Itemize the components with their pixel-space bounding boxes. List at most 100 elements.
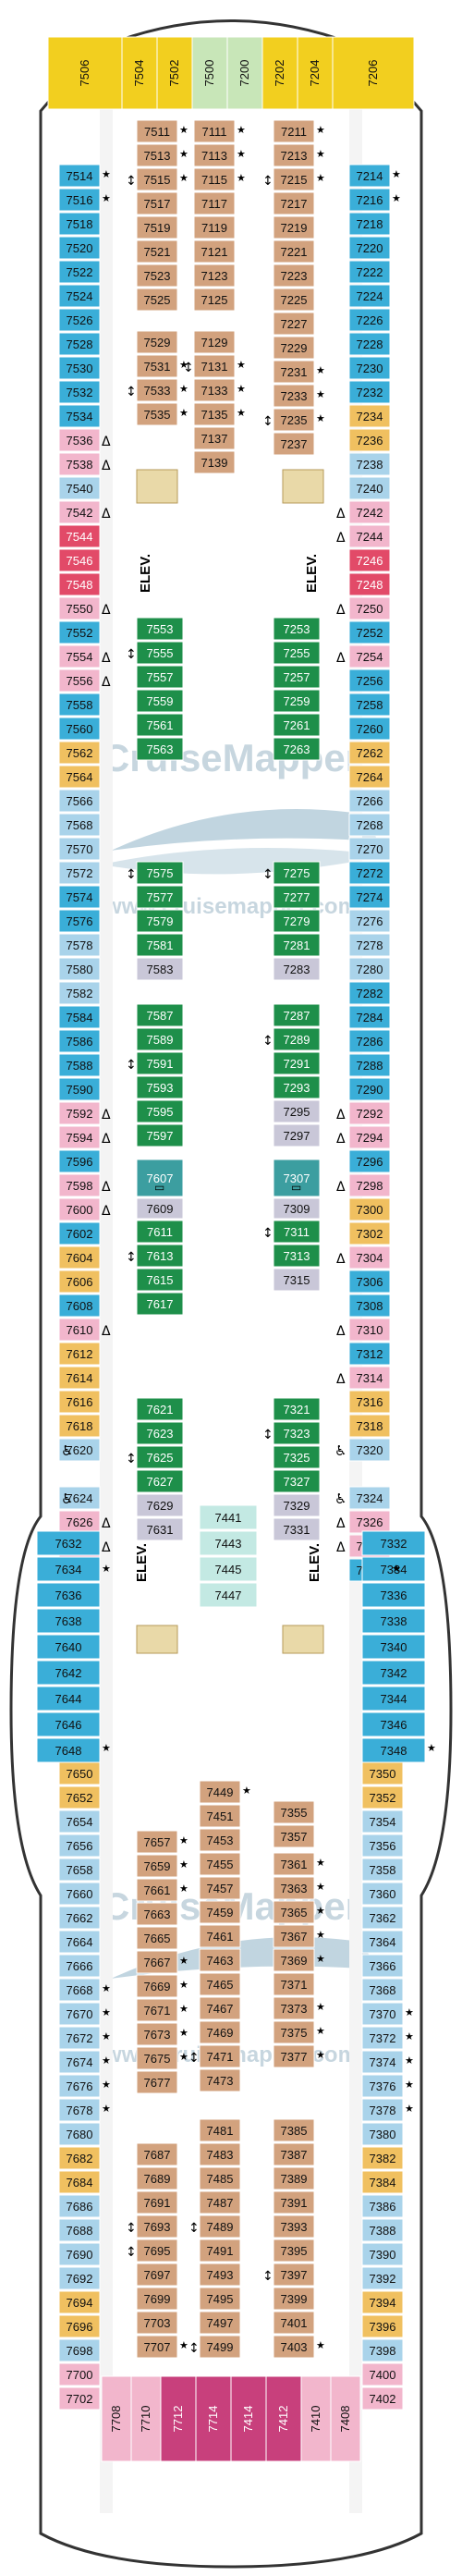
cabin-7562[interactable]: 7562: [58, 741, 101, 765]
cabin-7204[interactable]: 7204: [297, 36, 334, 110]
cabin-7240[interactable]: 7240: [348, 476, 391, 500]
cabin-7266[interactable]: 7266: [348, 789, 391, 813]
cabin-7372[interactable]: 7372: [361, 2026, 404, 2050]
cabin-7389[interactable]: 7389: [273, 2166, 315, 2190]
cabin-7687[interactable]: 7687: [136, 2142, 178, 2166]
cabin-7310[interactable]: 7310: [348, 1318, 391, 1342]
cabin-7677[interactable]: 7677: [136, 2070, 178, 2094]
cabin-7332[interactable]: 7332: [361, 1530, 426, 1556]
cabin-7481[interactable]: 7481: [199, 2118, 241, 2142]
cabin-7288[interactable]: 7288: [348, 1053, 391, 1077]
cabin-7691[interactable]: 7691: [136, 2190, 178, 2214]
cabin-7686[interactable]: 7686: [58, 2194, 101, 2218]
cabin-7397[interactable]: 7397: [273, 2263, 315, 2287]
cabin-7678[interactable]: 7678: [58, 2098, 101, 2122]
cabin-7264[interactable]: 7264: [348, 765, 391, 789]
cabin-7688[interactable]: 7688: [58, 2218, 101, 2242]
cabin-7260[interactable]: 7260: [348, 717, 391, 741]
cabin-7513[interactable]: 7513: [136, 143, 178, 167]
cabin-7634[interactable]: 7634: [36, 1556, 101, 1582]
cabin-7234[interactable]: 7234: [348, 404, 391, 428]
cabin-7596[interactable]: 7596: [58, 1149, 101, 1173]
cabin-7289[interactable]: 7289: [273, 1027, 321, 1051]
cabin-7519[interactable]: 7519: [136, 215, 178, 239]
cabin-7469[interactable]: 7469: [199, 2020, 241, 2044]
cabin-7252[interactable]: 7252: [348, 620, 391, 644]
cabin-7350[interactable]: 7350: [361, 1761, 404, 1785]
cabin-7280[interactable]: 7280: [348, 957, 391, 981]
cabin-7275[interactable]: 7275: [273, 861, 321, 885]
cabin-7348[interactable]: 7348: [361, 1737, 426, 1763]
cabin-7502[interactable]: 7502: [156, 36, 193, 110]
cabin-7396[interactable]: 7396: [361, 2314, 404, 2338]
cabin-7368[interactable]: 7368: [361, 1978, 404, 2002]
cabin-7382[interactable]: 7382: [361, 2146, 404, 2170]
cabin-7697[interactable]: 7697: [136, 2263, 178, 2287]
cabin-7663[interactable]: 7663: [136, 1902, 178, 1926]
cabin-7550[interactable]: 7550: [58, 596, 101, 620]
cabin-7671[interactable]: 7671: [136, 1998, 178, 2022]
cabin-7710[interactable]: 7710: [130, 2375, 162, 2462]
cabin-7578[interactable]: 7578: [58, 933, 101, 957]
cabin-7662[interactable]: 7662: [58, 1906, 101, 1930]
cabin-7616[interactable]: 7616: [58, 1390, 101, 1414]
cabin-7624[interactable]: 7624: [58, 1486, 101, 1510]
cabin-7611[interactable]: 7611: [136, 1220, 184, 1244]
cabin-7398[interactable]: 7398: [361, 2338, 404, 2362]
cabin-7410[interactable]: 7410: [300, 2375, 332, 2462]
cabin-7546[interactable]: 7546: [58, 548, 101, 572]
cabin-7560[interactable]: 7560: [58, 717, 101, 741]
cabin-7324[interactable]: 7324: [348, 1486, 391, 1510]
cabin-7371[interactable]: 7371: [273, 1972, 315, 1996]
cabin-7230[interactable]: 7230: [348, 356, 391, 380]
cabin-7698[interactable]: 7698: [58, 2338, 101, 2362]
cabin-7693[interactable]: 7693: [136, 2214, 178, 2239]
cabin-7465[interactable]: 7465: [199, 1972, 241, 1996]
cabin-7579[interactable]: 7579: [136, 909, 184, 933]
cabin-7384[interactable]: 7384: [361, 2170, 404, 2194]
cabin-7609[interactable]: 7609: [136, 1197, 184, 1220]
cabin-7229[interactable]: 7229: [273, 336, 315, 360]
cabin-7135[interactable]: 7135: [193, 402, 236, 426]
cabin-7531[interactable]: 7531: [136, 354, 178, 378]
cabin-7206[interactable]: 7206: [332, 36, 415, 110]
cabin-7255[interactable]: 7255: [273, 641, 321, 665]
cabin-7674[interactable]: 7674: [58, 2050, 101, 2074]
cabin-7313[interactable]: 7313: [273, 1244, 321, 1268]
cabin-7277[interactable]: 7277: [273, 885, 321, 909]
cabin-7402[interactable]: 7402: [361, 2386, 404, 2410]
cabin-7665[interactable]: 7665: [136, 1926, 178, 1950]
cabin-7445[interactable]: 7445: [199, 1556, 258, 1582]
cabin-7370[interactable]: 7370: [361, 2002, 404, 2026]
cabin-7221[interactable]: 7221: [273, 239, 315, 264]
cabin-7520[interactable]: 7520: [58, 236, 101, 260]
cabin-7491[interactable]: 7491: [199, 2239, 241, 2263]
cabin-7261[interactable]: 7261: [273, 713, 321, 737]
cabin-7504[interactable]: 7504: [121, 36, 158, 110]
cabin-7222[interactable]: 7222: [348, 260, 391, 284]
cabin-7598[interactable]: 7598: [58, 1173, 101, 1197]
cabin-7375[interactable]: 7375: [273, 2020, 315, 2044]
cabin-7497[interactable]: 7497: [199, 2311, 241, 2335]
cabin-7586[interactable]: 7586: [58, 1029, 101, 1053]
cabin-7133[interactable]: 7133: [193, 378, 236, 402]
cabin-7220[interactable]: 7220: [348, 236, 391, 260]
cabin-7625[interactable]: 7625: [136, 1445, 184, 1469]
cabin-7244[interactable]: 7244: [348, 524, 391, 548]
cabin-7360[interactable]: 7360: [361, 1882, 404, 1906]
cabin-7441[interactable]: 7441: [199, 1504, 258, 1530]
cabin-7666[interactable]: 7666: [58, 1954, 101, 1978]
cabin-7451[interactable]: 7451: [199, 1804, 241, 1828]
cabin-7583[interactable]: 7583: [136, 957, 184, 981]
cabin-7214[interactable]: 7214: [348, 164, 391, 188]
cabin-7529[interactable]: 7529: [136, 330, 178, 354]
cabin-7286[interactable]: 7286: [348, 1029, 391, 1053]
cabin-7574[interactable]: 7574: [58, 885, 101, 909]
cabin-7561[interactable]: 7561: [136, 713, 184, 737]
cabin-7575[interactable]: 7575: [136, 861, 184, 885]
cabin-7355[interactable]: 7355: [273, 1800, 315, 1824]
cabin-7656[interactable]: 7656: [58, 1834, 101, 1858]
cabin-7125[interactable]: 7125: [193, 288, 236, 312]
cabin-7659[interactable]: 7659: [136, 1854, 178, 1878]
cabin-7296[interactable]: 7296: [348, 1149, 391, 1173]
